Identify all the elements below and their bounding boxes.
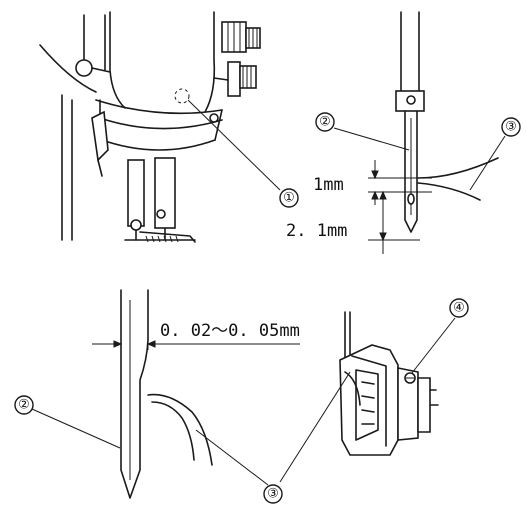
callout-3-bottom	[263, 484, 283, 504]
callout-4-label: ④	[453, 301, 465, 316]
callout-2-top-label: ②	[319, 115, 331, 130]
callout-3-top-label: ③	[505, 120, 517, 135]
needle-height-view: 1mm 2. 1mm ② ③	[286, 11, 521, 254]
callout-3-bottom-label: ③	[267, 487, 279, 502]
callout-2-top	[315, 112, 335, 132]
dim-clearance-label: 0. 02～0. 05mm	[160, 321, 300, 341]
callout-3-top	[501, 117, 521, 137]
callout-2-bottom	[14, 395, 34, 415]
hook-assembly-view: ④	[339, 298, 469, 456]
callout-3-bottom-group: ③	[195, 371, 351, 504]
callout-1-label: ①	[283, 191, 295, 206]
callout-1	[279, 188, 299, 208]
dim-1mm-label: 1mm	[313, 175, 344, 195]
dim-2-1mm-label: 2. 1mm	[286, 221, 347, 241]
callout-2-bottom-label: ②	[18, 398, 30, 413]
callout-4	[449, 298, 469, 318]
needle-clearance-view: 0. 02～0. 05mm ②	[14, 289, 300, 499]
machine-head-view: ①	[39, 11, 299, 243]
